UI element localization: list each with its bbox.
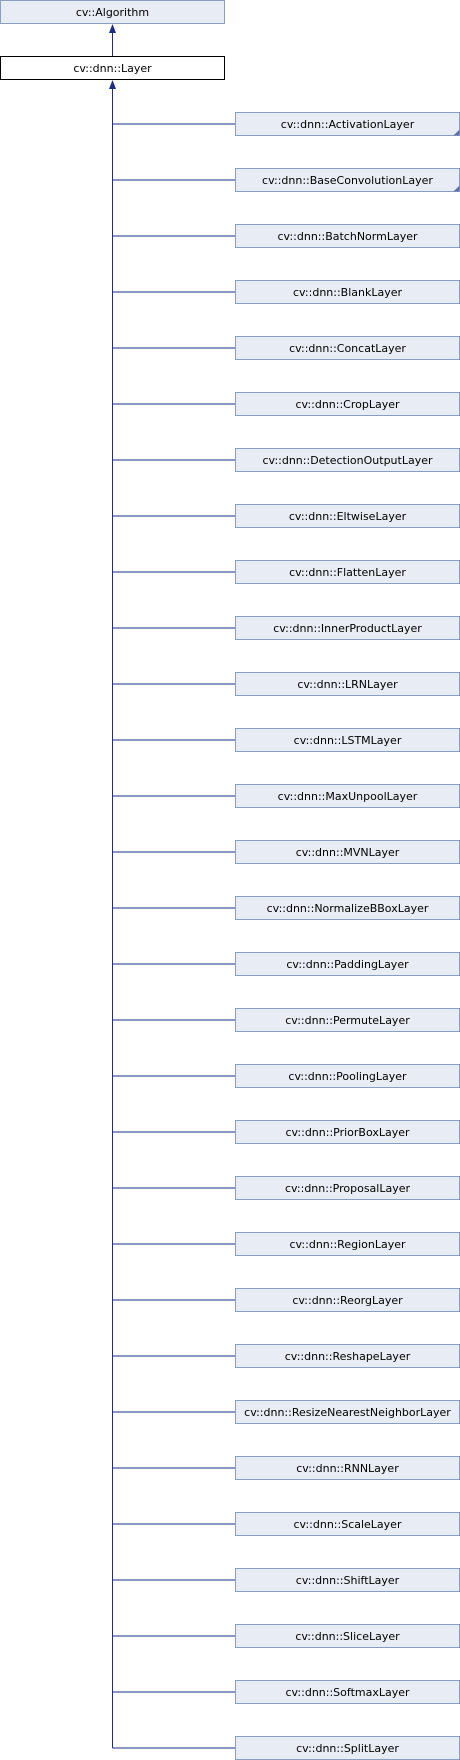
derived-class-node[interactable]: cv::dnn::BlankLayer: [235, 280, 460, 304]
derived-class-node[interactable]: cv::dnn::RegionLayer: [235, 1232, 460, 1256]
current-class-node: cv::dnn::Layer: [0, 56, 225, 80]
derived-class-node[interactable]: cv::dnn::SoftmaxLayer: [235, 1680, 460, 1704]
derived-class-node[interactable]: cv::dnn::BaseConvolutionLayer: [235, 168, 460, 192]
derived-class-label: cv::dnn::PriorBoxLayer: [285, 1126, 410, 1139]
derived-class-label: cv::dnn::PoolingLayer: [288, 1070, 407, 1083]
base-inheritance-arrowhead: [109, 24, 116, 33]
inheritance-edges: [109, 24, 236, 1749]
derived-class-node[interactable]: cv::dnn::ProposalLayer: [235, 1176, 460, 1200]
collapsed-subclasses-icon: [453, 185, 460, 192]
derived-class-label: cv::dnn::InnerProductLayer: [273, 622, 422, 635]
base-class-node[interactable]: cv::Algorithm: [0, 0, 225, 24]
derived-class-node[interactable]: cv::dnn::CropLayer: [235, 392, 460, 416]
derived-class-node[interactable]: cv::dnn::ReshapeLayer: [235, 1344, 460, 1368]
derived-class-label: cv::dnn::BlankLayer: [293, 286, 403, 299]
derived-class-label: cv::dnn::ReshapeLayer: [285, 1350, 411, 1363]
derived-class-node[interactable]: cv::dnn::SliceLayer: [235, 1624, 460, 1648]
derived-class-label: cv::dnn::PermuteLayer: [285, 1014, 410, 1027]
derived-class-node[interactable]: cv::dnn::SplitLayer: [235, 1736, 460, 1760]
derived-class-node[interactable]: cv::dnn::ScaleLayer: [235, 1512, 460, 1536]
derived-class-node[interactable]: cv::dnn::MVNLayer: [235, 840, 460, 864]
derived-class-node[interactable]: cv::dnn::RNNLayer: [235, 1456, 460, 1480]
current-class-box: [0, 56, 225, 80]
derived-class-node[interactable]: cv::dnn::InnerProductLayer: [235, 616, 460, 640]
derived-class-node[interactable]: cv::dnn::EltwiseLayer: [235, 504, 460, 528]
derived-class-label: cv::dnn::SliceLayer: [295, 1630, 400, 1643]
derived-class-node[interactable]: cv::dnn::NormalizeBBoxLayer: [235, 896, 460, 920]
derived-class-label: cv::dnn::RegionLayer: [289, 1238, 406, 1251]
derived-class-node[interactable]: cv::dnn::ShiftLayer: [235, 1568, 460, 1592]
derived-class-label: cv::dnn::ConcatLayer: [289, 342, 406, 355]
derived-class-label: cv::dnn::MVNLayer: [296, 846, 400, 859]
derived-class-node[interactable]: cv::dnn::ConcatLayer: [235, 336, 460, 360]
derived-class-label: cv::dnn::SoftmaxLayer: [285, 1686, 410, 1699]
derived-class-node[interactable]: cv::dnn::FlattenLayer: [235, 560, 460, 584]
derived-class-label: cv::dnn::FlattenLayer: [289, 566, 406, 579]
derived-class-node[interactable]: cv::dnn::PoolingLayer: [235, 1064, 460, 1088]
derived-class-label: cv::dnn::ProposalLayer: [285, 1182, 411, 1195]
base-class-label: cv::Algorithm: [76, 6, 149, 19]
derived-class-label: cv::dnn::ResizeNearestNeighborLayer: [244, 1406, 451, 1419]
derived-class-label: cv::dnn::DetectionOutputLayer: [262, 454, 432, 467]
base-class-box[interactable]: [0, 0, 225, 24]
derived-class-node[interactable]: cv::dnn::ActivationLayer: [235, 112, 460, 136]
derived-class-label: cv::dnn::LSTMLayer: [294, 734, 402, 747]
derived-class-label: cv::dnn::MaxUnpoolLayer: [278, 790, 418, 803]
derived-class-label: cv::dnn::NormalizeBBoxLayer: [267, 902, 429, 915]
derived-class-label: cv::dnn::EltwiseLayer: [289, 510, 407, 523]
derived-class-label: cv::dnn::PaddingLayer: [286, 958, 409, 971]
derived-class-label: cv::dnn::BaseConvolutionLayer: [262, 174, 433, 187]
derived-class-label: cv::dnn::BatchNormLayer: [278, 230, 418, 243]
derived-class-node[interactable]: cv::dnn::DetectionOutputLayer: [235, 448, 460, 472]
derived-class-label: cv::dnn::RNNLayer: [296, 1462, 399, 1475]
derived-class-label: cv::dnn::CropLayer: [295, 398, 400, 411]
derived-class-node[interactable]: cv::dnn::PermuteLayer: [235, 1008, 460, 1032]
derived-class-label: cv::dnn::ReorgLayer: [292, 1294, 403, 1307]
derived-class-label: cv::dnn::ShiftLayer: [296, 1574, 400, 1587]
current-class-label: cv::dnn::Layer: [73, 62, 152, 75]
derived-class-node[interactable]: cv::dnn::LSTMLayer: [235, 728, 460, 752]
derived-class-node[interactable]: cv::dnn::ReorgLayer: [235, 1288, 460, 1312]
derived-class-node[interactable]: cv::dnn::ResizeNearestNeighborLayer: [235, 1400, 460, 1424]
derived-class-node[interactable]: cv::dnn::MaxUnpoolLayer: [235, 784, 460, 808]
derived-class-label: cv::dnn::ScaleLayer: [294, 1518, 402, 1531]
derived-class-node[interactable]: cv::dnn::LRNLayer: [235, 672, 460, 696]
derived-class-label: cv::dnn::LRNLayer: [297, 678, 398, 691]
derived-class-label: cv::dnn::ActivationLayer: [281, 118, 415, 131]
derived-class-node[interactable]: cv::dnn::PriorBoxLayer: [235, 1120, 460, 1144]
derived-class-nodes: cv::dnn::ActivationLayercv::dnn::BaseCon…: [235, 112, 460, 1760]
derived-class-node[interactable]: cv::dnn::BatchNormLayer: [235, 224, 460, 248]
derived-class-label: cv::dnn::SplitLayer: [296, 1742, 399, 1755]
collapsed-subclasses-icon: [453, 129, 460, 136]
derived-inheritance-arrowhead: [109, 80, 116, 89]
derived-class-node[interactable]: cv::dnn::PaddingLayer: [235, 952, 460, 976]
